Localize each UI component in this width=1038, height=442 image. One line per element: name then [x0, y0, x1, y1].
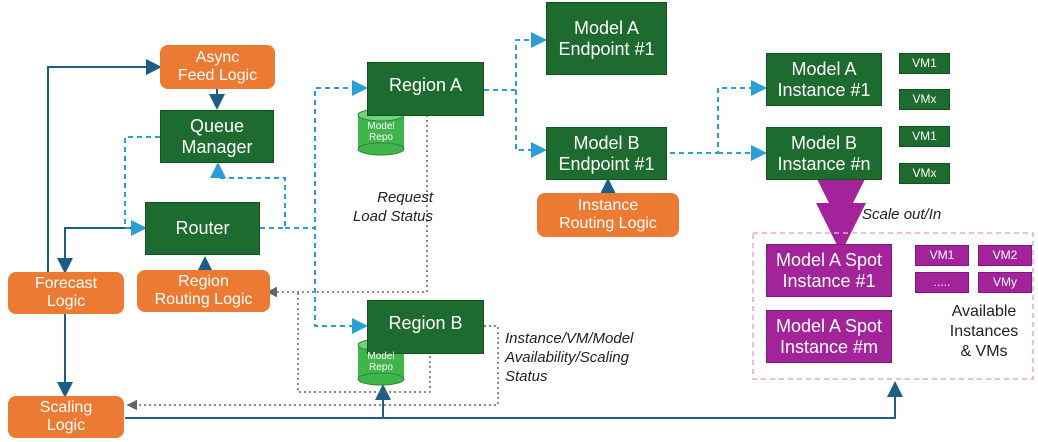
scaling-status-label: Instance/VM/Model Availability/Scaling S… [505, 330, 634, 385]
model-a-endpoint-box: Model A Endpoint #1 [546, 2, 667, 75]
scaling-to-spot-line [125, 381, 903, 419]
forecast-logic-box: Forecast Logic [8, 272, 124, 314]
spot-instance-m-box: Model A Spot Instance #m [766, 310, 892, 363]
forecast-to-async-line [47, 59, 162, 272]
scale-out-in-label: Scale out/In [862, 206, 942, 223]
available-instances-frame [752, 232, 1034, 380]
region-b-box: Region B [367, 300, 484, 354]
spot-vmy-box: VMy [978, 272, 1032, 293]
model-b-vmx-box: VMx [899, 163, 950, 184]
model-b-vm1-box: VM1 [899, 126, 950, 147]
region-b-loop-dotted [297, 292, 431, 393]
queue-to-router-dash [124, 136, 160, 236]
router-to-region-a-dash [285, 80, 368, 229]
available-instances-label: Available Instances & VMs [949, 303, 1019, 360]
model-a-instance-box: Model A Instance #1 [766, 53, 882, 106]
model-b-endpoint-box: Model B Endpoint #1 [546, 127, 667, 180]
region-b-status-dotted [126, 325, 499, 411]
spot-vm2-box: VM2 [978, 245, 1032, 266]
spot-dots-box: ..... [915, 272, 969, 293]
region-a-repo-label: Model Repo [367, 121, 395, 143]
scaling-logic-box: Scaling Logic [8, 396, 124, 438]
spot-vm1-box: VM1 [915, 245, 969, 266]
model-a-vmx-box: VMx [899, 89, 950, 110]
region-a-box: Region A [367, 62, 484, 116]
region-a-to-endpoint-a-dash [484, 32, 547, 91]
router-to-queue-dash [210, 162, 286, 229]
endpoint-b-to-instance-a-dash [670, 80, 767, 154]
request-load-status-label: Request Load Status [352, 189, 433, 225]
region-routing-logic-box: Region Routing Logic [137, 270, 270, 312]
region-b-repo-label: Model Repo [367, 351, 395, 373]
region-a-to-endpoint-b-dash [515, 90, 547, 158]
model-b-instance-box: Model B Instance #n [766, 127, 882, 180]
spot-instance-1-box: Model A Spot Instance #1 [766, 244, 892, 297]
async-feed-logic-box: Async Feed Logic [160, 45, 275, 89]
model-a-vm1-box: VM1 [899, 53, 950, 74]
router-to-forecast-line [57, 227, 145, 274]
queue-manager-box: Queue Manager [160, 110, 274, 163]
region-a-status-dotted [266, 101, 484, 298]
router-to-region-b-dash [285, 227, 368, 334]
instance-routing-logic-box: Instance Routing Logic [537, 193, 679, 237]
router-box: Router [145, 202, 260, 255]
